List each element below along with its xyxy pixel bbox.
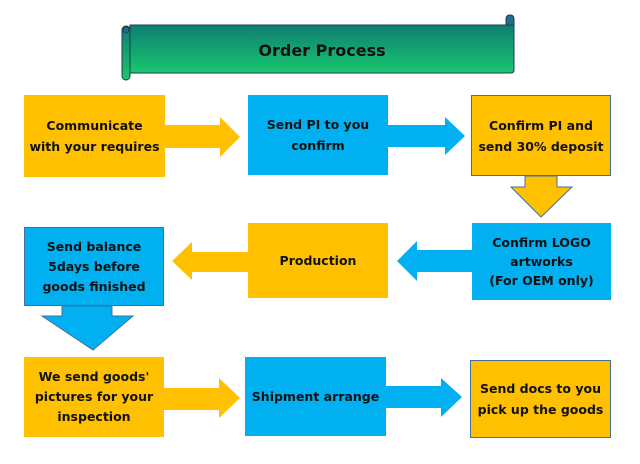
banner-body <box>129 24 515 74</box>
banner-right-roll <box>505 14 515 26</box>
banner-left-roll <box>121 25 131 81</box>
banner-left-roll-curl <box>122 26 130 34</box>
title-banner <box>121 14 515 81</box>
arrow-step4-to-step5 <box>397 241 472 281</box>
step-send-pi: Send PI to you confirm <box>248 95 388 175</box>
step-confirm-pi-deposit: Confirm PI and send 30% deposit <box>471 95 611 176</box>
step-shipment-arrange: Shipment arrange <box>245 357 386 436</box>
step-production: Production <box>248 223 388 298</box>
step-send-balance: Send balance 5days before goods finished <box>24 227 164 306</box>
page-title: Order Process <box>258 40 386 60</box>
step-communicate: Communicate with your requires <box>24 95 165 177</box>
arrow-step2-to-step3 <box>388 117 465 155</box>
arrow-step8-to-step9 <box>386 378 462 417</box>
arrow-step6-to-step7 <box>40 305 135 351</box>
step-goods-pictures: We send goods' pictures for your inspect… <box>24 357 164 437</box>
step-send-docs: Send docs to you pick up the goods <box>470 360 611 438</box>
step-confirm-logo: Confirm LOGO artworks (For OEM only) <box>472 223 611 300</box>
arrow-step7-to-step8 <box>164 378 240 418</box>
arrow-step3-to-step4 <box>509 175 574 218</box>
arrow-step5-to-step6 <box>172 242 248 280</box>
arrow-step1-to-step2 <box>165 117 240 157</box>
